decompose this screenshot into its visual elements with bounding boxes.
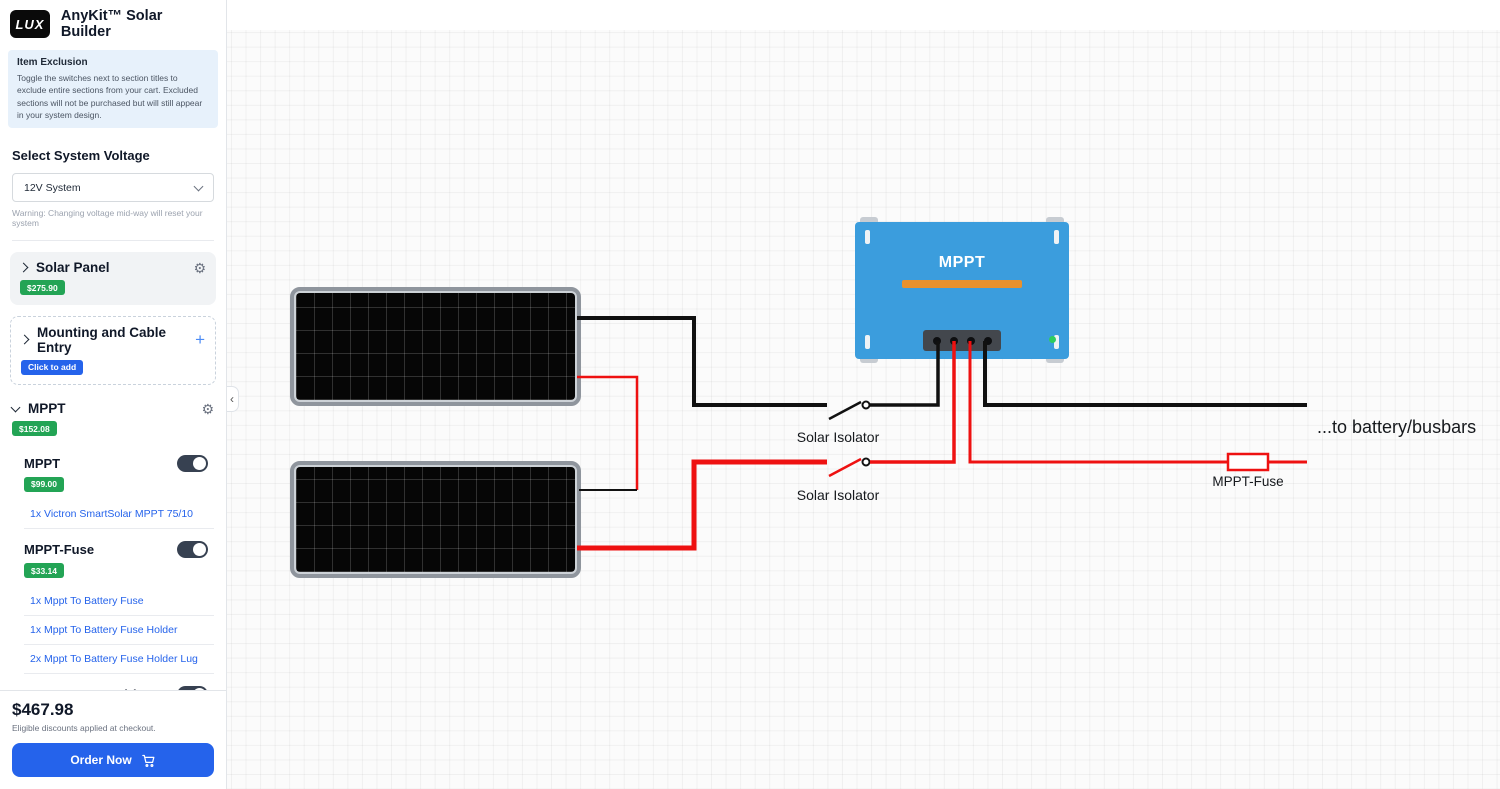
item-link[interactable]: 2x Mppt To Battery Fuse Holder Lug	[24, 645, 214, 674]
section-mppt-header[interactable]: MPPT ⚙	[10, 400, 214, 417]
section-mounting-title: Mounting and Cable Entry	[37, 324, 166, 355]
mppt-item-mppt: MPPT $99.00 1x Victron SmartSolar MPPT 7…	[24, 443, 214, 530]
divider	[12, 240, 214, 242]
toggle-knob	[193, 687, 206, 690]
app-title: AnyKit™ Solar Builder	[60, 8, 163, 40]
chevron-down-icon	[10, 402, 21, 413]
mppt-item-fuse: MPPT-Fuse $33.14 1x Mppt To Battery Fuse…	[24, 529, 214, 674]
solar-isolator-label-top: Solar Isolator	[796, 429, 880, 445]
solar-isolator-switch-top[interactable]	[828, 400, 871, 421]
order-now-label: Order Now	[70, 753, 132, 767]
item-link[interactable]: 1x Mppt To Battery Fuse	[24, 587, 214, 616]
sidebar: LUX AnyKit™ Solar Builder Item Exclusion…	[0, 0, 227, 789]
wire-black-to-busbars	[983, 341, 1307, 407]
item-exclusion-info-box: Item Exclusion Toggle the switches next …	[8, 50, 218, 129]
voltage-select[interactable]: 12V System	[12, 173, 214, 203]
item-name: MPPT Battery Wiring	[24, 687, 152, 690]
info-box-body: Toggle the switches next to section titl…	[17, 73, 203, 120]
mppt-device-label: MPPT	[938, 254, 986, 271]
solar-panel-cells	[296, 293, 575, 400]
mppt-item-battery-wiring: MPPT Battery Wiring $19.94 2x Mppt Batte…	[24, 674, 214, 690]
item-toggle[interactable]	[177, 541, 208, 559]
solar-panel-node-2[interactable]	[290, 461, 581, 578]
busbar-label: ...to battery/busbars	[1317, 417, 1477, 437]
item-link[interactable]: 1x Mppt To Battery Fuse Holder	[24, 616, 214, 645]
mppt-fuse-symbol[interactable]	[1226, 452, 1270, 472]
sidebar-collapse-handle[interactable]: ‹	[227, 386, 239, 412]
wire-red-panel2	[577, 459, 827, 551]
cart-total: $467.98	[12, 700, 74, 719]
item-toggle[interactable]	[177, 454, 208, 472]
section-solar-panel-header[interactable]: Solar Panel ⚙	[18, 259, 206, 276]
terminal	[983, 336, 992, 345]
solar-panel-price-badge: $275.90	[20, 280, 65, 296]
wire-red-series	[577, 375, 639, 490]
mount-slot	[865, 230, 870, 244]
mppt-device-body: MPPT	[855, 222, 1069, 359]
wire-black-isolator-to-mppt	[870, 341, 940, 407]
toggle-knob	[193, 456, 206, 470]
wire-red-to-fuse	[968, 341, 1228, 464]
chevron-right-icon	[18, 262, 29, 273]
wire-black-panel1	[577, 316, 827, 407]
item-price-badge: $33.14	[24, 563, 64, 579]
item-price-badge: $99.00	[24, 476, 64, 492]
sidebar-scroll-area: LUX AnyKit™ Solar Builder Item Exclusion…	[0, 0, 226, 690]
section-solar-panel-title: Solar Panel	[36, 260, 110, 276]
sidebar-header: LUX AnyKit™ Solar Builder	[0, 0, 226, 46]
solar-isolator-label-bottom: Solar Isolator	[796, 487, 880, 503]
mount-slot	[1054, 230, 1059, 244]
voltage-selected-value: 12V System	[24, 181, 81, 194]
cart-icon	[141, 754, 155, 767]
voltage-block: Select System Voltage 12V System Warning…	[12, 148, 214, 228]
mppt-device-node[interactable]: MPPT	[855, 217, 1069, 363]
item-toggle[interactable]	[177, 685, 208, 690]
chevron-down-icon	[193, 181, 204, 192]
terminal	[932, 336, 941, 345]
design-canvas[interactable]: ‹ MPPT	[227, 0, 1500, 789]
canvas-top-strip	[227, 0, 1500, 30]
mppt-fuse-label: MPPT-Fuse	[1212, 474, 1284, 489]
mppt-terminal-strip	[923, 330, 1001, 351]
toggle-knob	[193, 543, 206, 557]
gear-icon[interactable]: ⚙	[201, 400, 214, 417]
voltage-label: Select System Voltage	[12, 148, 150, 164]
item-name: MPPT-Fuse	[24, 542, 95, 558]
section-mppt-title: MPPT	[28, 401, 66, 417]
solar-panel-cells	[296, 467, 575, 572]
info-box-title: Item Exclusion	[17, 57, 88, 68]
plus-icon[interactable]: +	[195, 330, 205, 350]
section-mounting: Mounting and Cable Entry + Click to add	[10, 315, 216, 386]
mppt-price-badge: $152.08	[12, 421, 57, 437]
mount-slot	[865, 335, 870, 349]
wiring-layer	[577, 316, 1307, 551]
gear-icon[interactable]: ⚙	[193, 259, 206, 276]
mppt-display-bar	[902, 280, 1022, 288]
terminal	[966, 336, 975, 345]
section-solar-panel: Solar Panel ⚙ $275.90	[10, 252, 216, 305]
section-mppt: MPPT ⚙ $152.08 MPPT $99.00 1x Victron Sm…	[10, 401, 216, 690]
cart-footer: $467.98 Eligible discounts applied at ch…	[0, 690, 226, 789]
chevron-right-icon	[19, 334, 30, 345]
mppt-items: MPPT $99.00 1x Victron SmartSolar MPPT 7…	[24, 443, 214, 690]
brand-logo[interactable]: LUX	[10, 10, 50, 38]
order-now-button[interactable]: Order Now	[12, 743, 214, 777]
terminal	[949, 336, 958, 345]
mounting-click-to-add-badge[interactable]: Click to add	[21, 359, 84, 375]
cart-total-note: Eligible discounts applied at checkout.	[12, 723, 156, 733]
mount-slot	[1054, 335, 1059, 349]
wire-red-isolator-to-mppt	[870, 341, 956, 464]
section-mounting-header[interactable]: Mounting and Cable Entry +	[19, 324, 205, 355]
solar-isolator-switch-bottom[interactable]	[828, 457, 871, 478]
voltage-warning: Warning: Changing voltage mid-way will r…	[12, 208, 203, 229]
status-led	[1049, 336, 1056, 343]
item-link[interactable]: 1x Victron SmartSolar MPPT 75/10	[24, 500, 214, 530]
item-name: MPPT	[24, 455, 61, 471]
solar-panel-node-1[interactable]	[290, 287, 581, 406]
